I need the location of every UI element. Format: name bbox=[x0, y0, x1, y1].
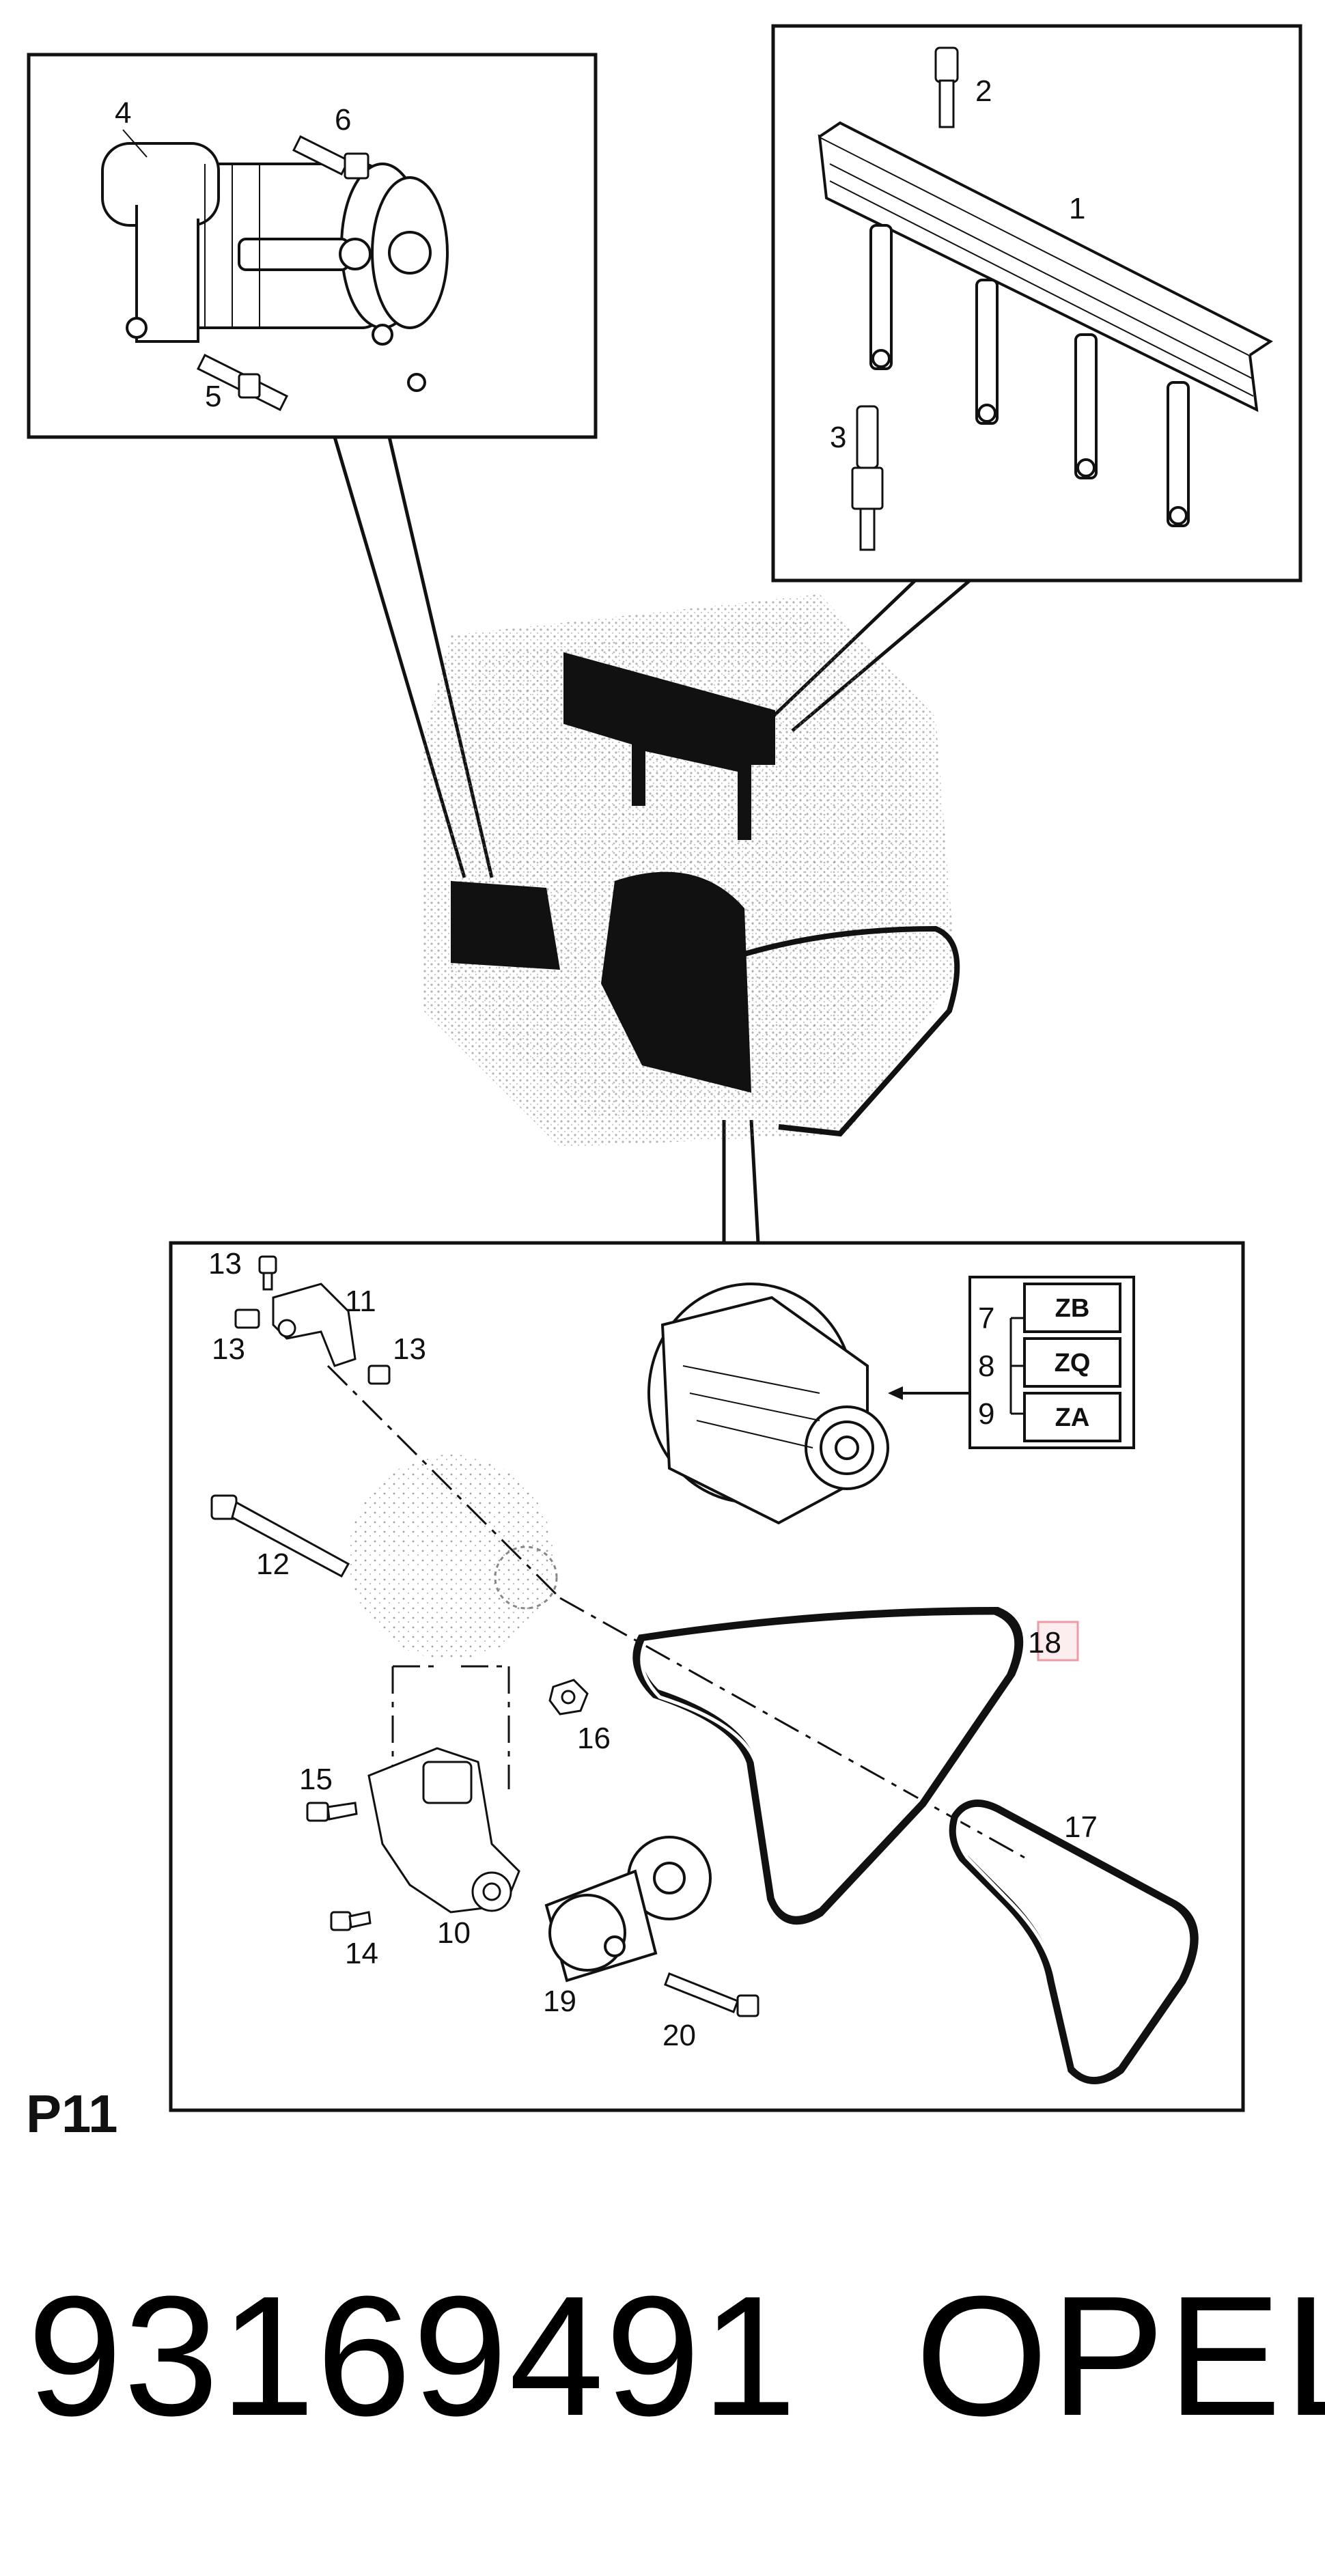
bolt-14-illustration bbox=[330, 1911, 372, 1931]
bolt-2-illustration bbox=[934, 46, 959, 128]
callout-5: 5 bbox=[205, 380, 221, 413]
variant-code-table: 7 8 9 ZB ZQ ZA bbox=[968, 1276, 1135, 1449]
bolt-6-illustration bbox=[292, 135, 369, 180]
callout-9: 9 bbox=[978, 1397, 994, 1431]
part-number: 93169491 bbox=[27, 2260, 798, 2451]
ignition-coil-illustration bbox=[818, 121, 1273, 527]
variant-code-zq: ZQ bbox=[1055, 1349, 1091, 1377]
engine-overview-illustration bbox=[423, 594, 960, 1147]
variant-code-zq-cell bbox=[1023, 1337, 1121, 1388]
variant-code-za-cell bbox=[1023, 1392, 1121, 1442]
page-label: P11 bbox=[26, 2084, 118, 2144]
brand-name: OPEL bbox=[915, 2260, 1325, 2451]
variant-code-zb: ZB bbox=[1055, 1294, 1090, 1323]
poly-v-belt-18-illustration bbox=[632, 1606, 1024, 1925]
callout-6: 6 bbox=[335, 103, 351, 137]
alternator-belt-panel: 7 8 9 ZB ZQ ZA 13 13 13 11 12 16 15 10 1… bbox=[169, 1241, 1245, 2112]
callout-13-right: 13 bbox=[393, 1332, 426, 1366]
callout-18: 18 bbox=[1028, 1626, 1061, 1660]
callout-20: 20 bbox=[662, 2019, 696, 2052]
callout-1: 1 bbox=[1069, 192, 1085, 225]
bolts-13-illustration bbox=[234, 1255, 391, 1385]
ignition-module-panel: 2 1 3 bbox=[771, 24, 1302, 583]
bracket-11-illustration bbox=[272, 1283, 357, 1367]
callout-8: 8 bbox=[978, 1349, 994, 1383]
callout-11: 11 bbox=[345, 1285, 376, 1318]
belt-tensioner-19-illustration bbox=[544, 1836, 712, 1983]
callout-3: 3 bbox=[830, 421, 846, 454]
bolt-15-illustration bbox=[306, 1802, 358, 1822]
arrow-head bbox=[888, 1386, 903, 1400]
callout-18-highlight bbox=[1037, 1621, 1079, 1662]
callout-10: 10 bbox=[437, 1916, 471, 1950]
spark-plug-3-illustration bbox=[851, 405, 884, 551]
callout-16: 16 bbox=[577, 1722, 611, 1755]
poly-v-belt-17-illustration bbox=[949, 1800, 1199, 2084]
callout-15: 15 bbox=[299, 1763, 333, 1796]
variant-code-zb-cell bbox=[1023, 1283, 1121, 1333]
callout-4: 4 bbox=[115, 96, 131, 130]
callout-7: 7 bbox=[978, 1302, 994, 1335]
starter-motor-illustration bbox=[101, 142, 449, 392]
callout-14: 14 bbox=[345, 1937, 378, 1970]
callout-13-top: 13 bbox=[208, 1247, 242, 1280]
callout-13-left: 13 bbox=[212, 1332, 245, 1366]
stud-5-illustration bbox=[196, 353, 289, 412]
callout-19: 19 bbox=[543, 1985, 576, 2018]
alternator-ghost-illustration bbox=[348, 1455, 558, 1660]
callout-17: 17 bbox=[1064, 1810, 1098, 1844]
starter-motor-panel: 4 6 5 bbox=[27, 53, 598, 439]
bolt-12-illustration bbox=[210, 1494, 350, 1578]
bolt-20-illustration bbox=[664, 1972, 759, 2017]
tensioner-bracket-10-illustration bbox=[367, 1747, 520, 1914]
callout-12: 12 bbox=[256, 1548, 290, 1581]
nut-16-illustration bbox=[548, 1679, 589, 1716]
variant-code-za: ZA bbox=[1055, 1403, 1090, 1432]
callout-2: 2 bbox=[975, 74, 992, 108]
alternator-illustration bbox=[647, 1283, 889, 1525]
